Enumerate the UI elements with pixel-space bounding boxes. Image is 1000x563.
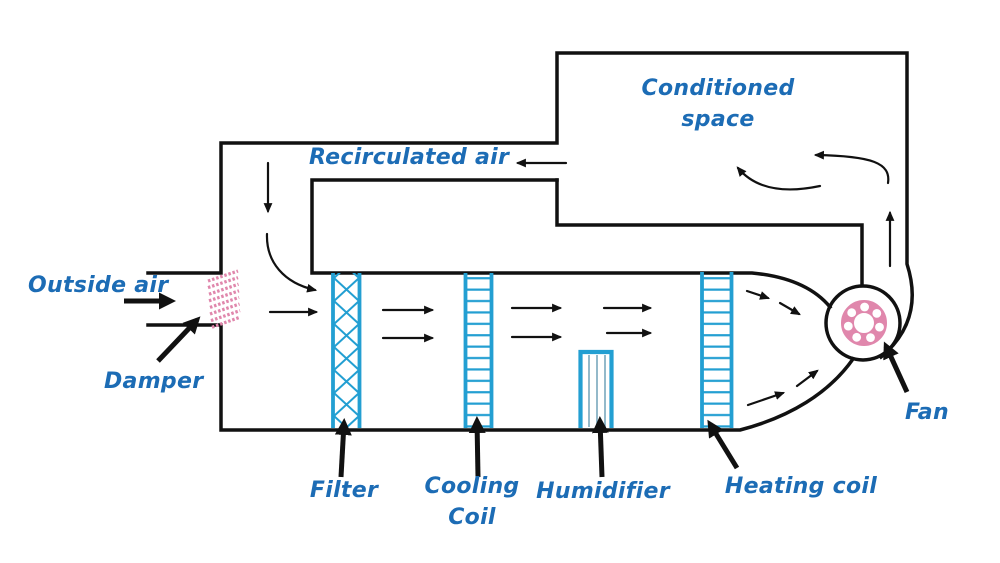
humidifier-icon [578,349,614,428]
damper-arrow [156,316,201,363]
cooling-coil-arrow [468,416,486,478]
fan-arrow [883,341,910,394]
duct-outline [146,51,914,432]
fan-impeller-icon [841,300,887,346]
channel-curve-arrow [265,232,318,293]
filter-icon [331,273,362,428]
humidifier-arrow [591,416,609,478]
damper-hatch-icon [207,269,241,329]
filter-arrow [334,418,352,478]
heating-coil-arrow [707,419,740,470]
cooling-coil-icon [463,273,494,428]
heating-coil-icon [700,272,734,428]
flow-arrows [263,150,895,407]
annotation-arrows [124,292,910,478]
